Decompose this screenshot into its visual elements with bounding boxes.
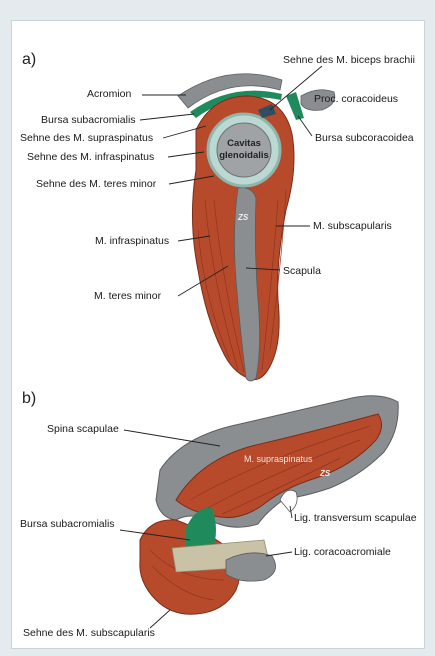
label-subscapularis-tendon: Sehne des M. subscapularis: [23, 627, 155, 639]
cavity-label-line1: Cavitas: [227, 138, 261, 149]
label-subscapularis: M. subscapularis: [313, 220, 392, 232]
panel-b-label: b): [22, 390, 36, 407]
coracoid-b-shape: [226, 553, 276, 581]
supraspinatus-label: M. supraspinatus: [244, 454, 313, 464]
label-bursa-subacromialis-a: Bursa subacromialis: [41, 114, 136, 126]
label-proc-coracoideus: Proc. coracoideus: [314, 93, 398, 105]
panel-a-label: a): [22, 51, 36, 68]
label-lig-coracoacromiale: Lig. coracoacromiale: [294, 546, 391, 558]
label-scapula: Scapula: [283, 265, 321, 277]
label-teres-minor-tendon: Sehne des M. teres minor: [36, 178, 157, 190]
label-infraspinatus-tendon: Sehne des M. infraspinatus: [27, 151, 154, 163]
label-acromion: Acromion: [87, 88, 132, 100]
label-teres-minor: M. teres minor: [94, 290, 162, 302]
scapula-mark-a: ZS: [237, 213, 249, 222]
label-biceps: Sehne des M. biceps brachii: [283, 54, 415, 66]
label-supraspinatus-tendon: Sehne des M. supraspinatus: [20, 132, 153, 144]
label-infraspinatus: M. infraspinatus: [95, 235, 169, 247]
cavity-label-line2: glenoidalis: [219, 150, 269, 161]
label-bursa-subcoracoidea: Bursa subcoracoidea: [315, 132, 414, 144]
label-bursa-subacromialis-b: Bursa subacromialis: [20, 518, 115, 530]
label-lig-transversum: Lig. transversum scapulae: [294, 512, 417, 524]
label-spina-scapulae: Spina scapulae: [47, 423, 119, 435]
scapula-mark-b: ZS: [319, 469, 331, 478]
